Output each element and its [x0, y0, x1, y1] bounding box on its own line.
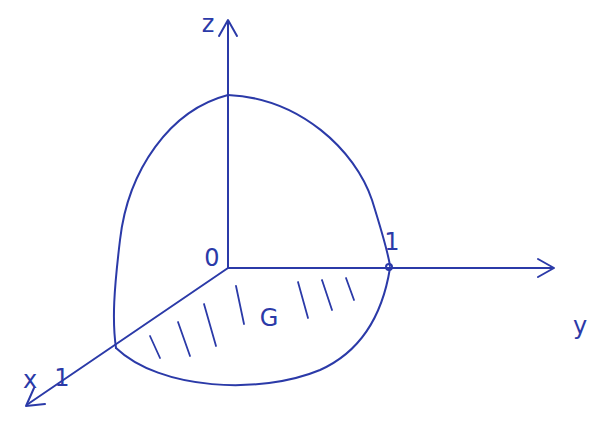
- tick-value: 1: [384, 230, 399, 254]
- axis-label: x: [23, 368, 37, 392]
- region-hatching: [150, 278, 354, 358]
- back-arc: [114, 95, 228, 348]
- point-marker: [386, 264, 392, 270]
- tick-value: 1: [54, 366, 69, 390]
- side-arc: [228, 95, 390, 266]
- axis-label: z: [202, 12, 215, 36]
- origin-label: 0: [204, 246, 219, 270]
- region-label: G: [260, 306, 279, 330]
- y-arrowhead: [538, 259, 554, 277]
- base-arc: [116, 268, 390, 385]
- z-axis: [227, 22, 229, 268]
- axis-label: y: [573, 314, 587, 338]
- x-axis: [28, 268, 228, 404]
- z-arrowhead: [219, 20, 237, 36]
